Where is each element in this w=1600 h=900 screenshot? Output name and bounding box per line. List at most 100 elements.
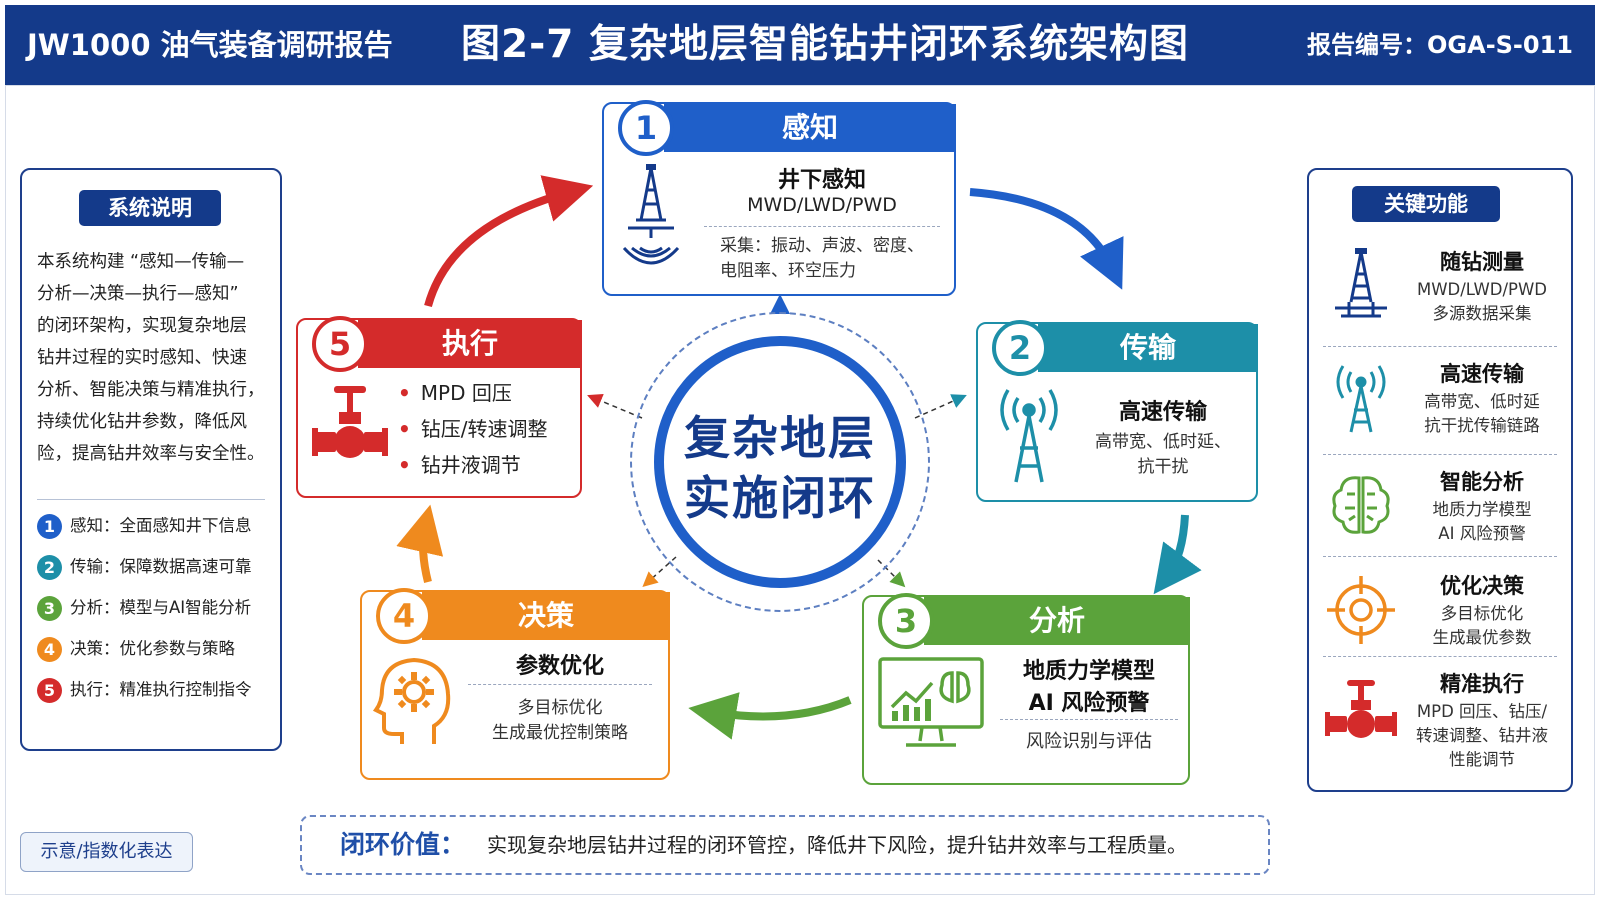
execute-item: •钻压/转速调整 [398,417,548,441]
system-description-title: 系统说明 [79,190,221,226]
stage-execute: 执行 5 •MPD 回压 •钻压/转速调整 •钻井液调节 [296,316,582,498]
content-frame [5,85,1595,895]
stage-decide: 决策 4 参数优化 多目标优化 生成最优控制策略 [360,588,670,780]
legend-number: 3 [37,596,62,621]
report-name: JW1000 油气装备调研报告 [27,28,393,62]
stage-decide-header: 决策 [422,592,670,640]
indexed-note-tag: 示意/指数化表达 [20,832,193,872]
stage-sense-header: 感知 [664,104,956,152]
center-line: 复杂地层 [684,411,876,465]
execute-item: •MPD 回压 [398,381,512,405]
desc-line: 险，提高钻井效率与安全性。 [37,444,265,464]
stage-decide-detail: 多目标优化 [517,698,603,718]
feature-execution: 精准执行 MPD 回压、钻压/ 转速调整、钻井液 性能调节 [1309,664,1571,774]
stage-number: 5 [312,316,368,372]
value-text: 实现复杂地层钻井过程的闭环管控，降低井下风险，提升钻井效率与工程质量。 [487,833,1187,857]
feature-title: 智能分析 [1440,470,1524,494]
stage-number: 1 [618,100,674,156]
divider [37,499,265,500]
stage-decide-title: 参数优化 [515,654,604,679]
feature-desc: 高带宽、低时延 [1424,392,1540,411]
desc-line: 持续优化钻井参数，降低风 [37,412,247,432]
feature-analysis: 智能分析 地质力学模型 AI 风险预警 [1309,458,1571,568]
value-label: 闭环价值： [340,830,466,859]
brain-icon [1332,476,1390,534]
feature-title: 精准执行 [1440,672,1524,696]
stage-sense-title: 井下感知 [777,168,866,193]
drill-rig-icon [622,164,680,265]
desc-line: 分析—决策—执行—感知” [37,284,239,304]
feature-desc: 多目标优化 [1440,604,1524,623]
legend-text: 决策：优化参数与策略 [70,639,235,658]
legend-text: 感知：全面感知井下信息 [70,516,252,535]
system-description-text: 本系统构建 “感知—传输— 分析—决策—执行—感知” 的闭环架构，实现复杂地层 … [37,246,277,470]
legend-text: 执行：精准执行控制指令 [70,680,252,699]
divider [1323,656,1557,657]
execute-item-text: MPD 回压 [420,381,512,405]
feature-transmission: 高速传输 高带宽、低时延 抗干扰传输链路 [1309,350,1571,460]
stage-analyze-title: 地质力学模型 [1022,659,1155,684]
key-functions-panel: 关键功能 随钻测量 MWD/LWD/PWD 多源数据采集 高速传输 高带宽、低时… [1307,168,1573,792]
stage-analyze-detail: 风险识别与评估 [1026,731,1152,752]
legend-item: 4 决策：优化参数与策略 [37,635,235,663]
signal-tower-icon [1000,389,1058,483]
execute-item: •钻井液调节 [398,453,521,477]
feature-title: 随钻测量 [1440,250,1524,274]
signal-tower-icon [1336,365,1386,433]
legend-item: 3 分析：模型与AI智能分析 [37,594,251,622]
stage-sense-detail: 采集：振动、声波、密度、 [720,236,924,256]
feature-desc: 生成最优参数 [1432,628,1532,647]
system-description-panel: 系统说明 本系统构建 “感知—传输— 分析—决策—执行—感知” 的闭环架构，实现… [20,168,282,751]
stage-transmit: 传输 2 高速传输 高带宽、低时延、 抗干扰 [976,320,1258,502]
execute-item-text: 钻压/转速调整 [420,417,548,441]
stage-sense-detail: 电阻率、环空压力 [720,261,856,281]
desc-line: 钻井过程的实时感知、快速 [37,348,247,368]
feature-desc: AI 风险预警 [1438,524,1526,543]
head-gear-icon [372,657,451,744]
stage-sense-subtitle: MWD/LWD/PWD [747,194,897,216]
legend-number: 4 [37,637,62,662]
legend-item: 1 感知：全面感知井下信息 [37,512,252,540]
feature-desc: 性能调节 [1449,750,1515,769]
stage-number: 2 [992,320,1048,376]
center-hub: 复杂地层 实施闭环 [654,336,906,588]
feature-title: 优化决策 [1440,574,1524,598]
target-icon [1327,576,1395,644]
stage-transmit-detail: 抗干扰 [1137,457,1189,477]
legend-number: 5 [37,678,62,703]
desc-line: 分析、智能决策与精准执行， [37,380,265,400]
drill-rig-icon [1335,248,1387,318]
divider [1000,719,1178,720]
stage-analyze: 分析 3 地质力学模型 AI 风险预警 风险识别与评估 [862,593,1190,785]
divider [1323,454,1557,455]
header-bar: JW1000 油气装备调研报告 图2-7 复杂地层智能钻井闭环系统架构图 报告编… [5,5,1595,85]
execute-item-text: 钻井液调节 [420,453,521,477]
legend-number: 1 [37,514,62,539]
divider [468,684,652,685]
key-functions-title: 关键功能 [1352,186,1500,222]
legend-number: 2 [37,555,62,580]
feature-title: 高速传输 [1440,362,1524,386]
monitor-chart-icon [878,657,984,747]
stage-number: 3 [878,593,934,649]
feature-desc: 抗干扰传输链路 [1424,416,1540,435]
desc-line: 的闭环架构，实现复杂地层 [37,316,247,336]
feature-mwd: 随钻测量 MWD/LWD/PWD 多源数据采集 [1309,236,1571,346]
feature-desc: MWD/LWD/PWD [1416,280,1548,299]
feature-decision: 优化决策 多目标优化 生成最优参数 [1309,562,1571,672]
page-title: 图2-7 复杂地层智能钻井闭环系统架构图 [460,22,1190,67]
valve-icon [1325,680,1397,738]
legend-text: 传输：保障数据高速可靠 [70,557,252,576]
valve-icon [312,386,388,458]
legend-item: 2 传输：保障数据高速可靠 [37,553,252,581]
stage-number: 4 [376,588,432,644]
report-number: 报告编号：OGA-S-011 [1307,31,1573,59]
feature-desc: 转速调整、钻井液 [1416,726,1548,745]
stage-transmit-detail: 高带宽、低时延、 [1095,432,1231,452]
center-dashed-ring [630,312,930,612]
stage-transmit-header: 传输 [1038,324,1258,372]
legend-text: 分析：模型与AI智能分析 [70,598,252,617]
stage-analyze-header: 分析 [924,597,1190,645]
feature-desc: MPD 回压、钻压/ [1416,702,1548,721]
legend-item: 5 执行：精准执行控制指令 [37,676,252,704]
